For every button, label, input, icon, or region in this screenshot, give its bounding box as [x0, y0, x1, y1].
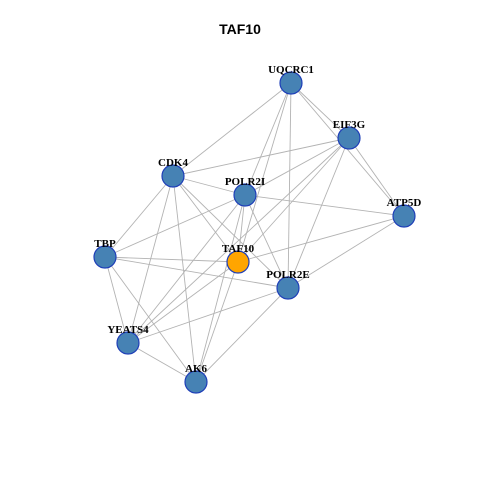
edges-layer — [104, 82, 405, 383]
node-label-polr2e: POLR2E — [266, 269, 309, 281]
node-circle-tbp — [93, 245, 117, 269]
node-label-eif3g: EIF3G — [333, 119, 366, 131]
edge-uqcrc1-taf10 — [237, 82, 292, 263]
node-uqcrc1: UQCRC1 — [268, 64, 314, 95]
node-ak6: AK6 — [184, 363, 208, 394]
edge-uqcrc1-cdk4 — [172, 82, 292, 177]
edge-tbp-polr2e — [104, 256, 289, 289]
edge-polr2i-tbp — [104, 194, 246, 258]
node-circle-taf10 — [226, 250, 250, 274]
edge-cdk4-yeats4 — [127, 175, 174, 344]
node-cdk4: CDK4 — [158, 157, 188, 188]
edge-taf10-ak6 — [195, 261, 239, 383]
node-yeats4: YEATS4 — [107, 324, 149, 355]
node-label-taf10: TAF10 — [222, 243, 255, 255]
edge-cdk4-ak6 — [172, 175, 197, 383]
edge-polr2i-yeats4 — [127, 194, 246, 344]
node-label-uqcrc1: UQCRC1 — [268, 64, 314, 76]
node-circle-yeats4 — [116, 331, 140, 355]
node-atp5d: ATP5D — [387, 197, 422, 228]
edge-polr2i-atp5d — [244, 194, 405, 217]
node-label-atp5d: ATP5D — [387, 197, 422, 209]
node-circle-polr2e — [276, 276, 300, 300]
edge-uqcrc1-eif3g — [290, 82, 350, 139]
edge-eif3g-taf10 — [237, 137, 350, 263]
node-circle-eif3g — [337, 126, 361, 150]
edge-tbp-taf10 — [104, 256, 239, 263]
edge-polr2i-ak6 — [195, 194, 246, 383]
node-label-cdk4: CDK4 — [158, 157, 188, 169]
edge-uqcrc1-polr2i — [244, 82, 292, 196]
node-circle-cdk4 — [161, 164, 185, 188]
edge-uqcrc1-polr2e — [287, 82, 292, 289]
node-circle-ak6 — [184, 370, 208, 394]
edge-cdk4-taf10 — [172, 175, 239, 263]
node-label-ak6: AK6 — [185, 363, 208, 375]
edge-polr2i-polr2e — [244, 194, 289, 289]
node-taf10: TAF10 — [222, 243, 255, 274]
edge-atp5d-taf10 — [237, 215, 405, 263]
node-label-tbp: TBP — [94, 238, 116, 250]
edge-eif3g-cdk4 — [172, 137, 350, 177]
edge-tbp-ak6 — [104, 256, 197, 383]
edge-polr2e-yeats4 — [127, 287, 289, 344]
edge-eif3g-atp5d — [348, 137, 405, 217]
edge-yeats4-ak6 — [127, 342, 197, 383]
node-eif3g: EIF3G — [333, 119, 366, 150]
node-polr2i: POLR2I — [225, 176, 265, 207]
graph-title: TAF10 — [219, 21, 261, 37]
edge-eif3g-yeats4 — [127, 137, 350, 344]
edge-polr2e-ak6 — [195, 287, 289, 383]
node-polr2e: POLR2E — [266, 269, 310, 300]
node-circle-atp5d — [392, 204, 416, 228]
edge-cdk4-polr2e — [172, 175, 289, 289]
edge-cdk4-tbp — [104, 175, 174, 258]
edge-eif3g-polr2i — [244, 137, 350, 196]
edge-cdk4-polr2i — [172, 175, 246, 196]
node-label-polr2i: POLR2I — [225, 176, 265, 188]
edge-tbp-yeats4 — [104, 256, 129, 344]
edge-eif3g-polr2e — [287, 137, 350, 289]
edge-taf10-yeats4 — [127, 261, 239, 344]
node-label-yeats4: YEATS4 — [107, 324, 149, 336]
node-circle-uqcrc1 — [279, 71, 303, 95]
edge-atp5d-polr2e — [287, 215, 405, 289]
node-tbp: TBP — [93, 238, 117, 269]
node-circle-polr2i — [233, 183, 257, 207]
